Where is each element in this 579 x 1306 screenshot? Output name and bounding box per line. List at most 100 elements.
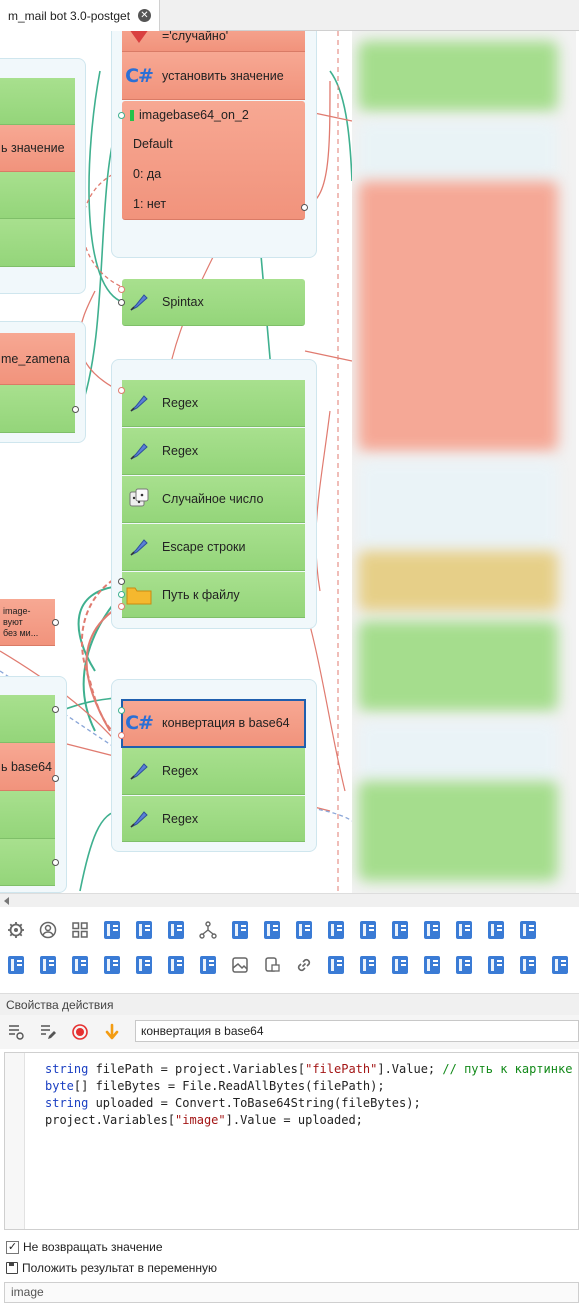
port[interactable] xyxy=(118,286,125,293)
toolbar-action-button[interactable] xyxy=(128,915,160,945)
left-node-set-value[interactable]: ь значение xyxy=(0,125,75,172)
toolbar-action-button[interactable] xyxy=(480,915,512,945)
node-escape-string[interactable]: Escape строки xyxy=(122,524,305,571)
port[interactable] xyxy=(118,603,125,610)
node-set-value[interactable]: C# установить значение xyxy=(122,52,305,100)
toolbar-action-button[interactable] xyxy=(128,950,160,980)
node-spintax[interactable]: Spintax xyxy=(122,279,305,326)
toolbar-action-button[interactable] xyxy=(32,950,64,980)
left-node-green-3[interactable] xyxy=(0,219,75,267)
document-icon xyxy=(136,956,152,974)
toolbar-action-button[interactable] xyxy=(448,950,480,980)
database-lock-icon xyxy=(265,957,280,972)
port[interactable] xyxy=(52,859,59,866)
toolbar-action-button[interactable] xyxy=(416,915,448,945)
tab-project[interactable]: m_mail bot 3.0-postget ✕ xyxy=(0,0,160,31)
document-icon xyxy=(328,921,344,939)
port[interactable] xyxy=(118,112,125,119)
port[interactable] xyxy=(72,406,79,413)
node-random-partial[interactable]: ='случайно' xyxy=(122,31,305,52)
node-regex-3[interactable]: Regex xyxy=(122,748,305,795)
step-down-button[interactable] xyxy=(96,1017,128,1047)
switch-variable-name: imagebase64_on_2 xyxy=(139,108,249,122)
toolbar-action-button[interactable] xyxy=(96,915,128,945)
code-editor[interactable]: string filePath = project.Variables["fil… xyxy=(4,1052,579,1230)
port[interactable] xyxy=(52,619,59,626)
image-tool-button[interactable] xyxy=(224,950,256,980)
port[interactable] xyxy=(118,591,125,598)
close-icon[interactable]: ✕ xyxy=(138,9,151,22)
left-node-green-4[interactable] xyxy=(0,385,75,433)
toolbar-action-button[interactable] xyxy=(352,950,384,980)
result-variable-input[interactable]: image xyxy=(4,1282,579,1303)
save-icon xyxy=(6,1262,18,1274)
port[interactable] xyxy=(52,775,59,782)
left-node-zamena[interactable]: me_zamena xyxy=(0,333,75,385)
left-node-green-6[interactable] xyxy=(0,791,55,839)
dont-return-row[interactable]: ✓ Не возвращать значение xyxy=(6,1238,163,1256)
left-comment-node[interactable]: image- вуют без ми... xyxy=(0,599,55,646)
toolbar-action-button[interactable] xyxy=(256,915,288,945)
toolbar-action-button[interactable] xyxy=(384,915,416,945)
profile-button[interactable] xyxy=(32,915,64,945)
toolbar-action-button[interactable] xyxy=(192,950,224,980)
left-node-green-2[interactable] xyxy=(0,172,75,219)
save-to-variable-row[interactable]: Положить результат в переменную xyxy=(6,1259,217,1277)
pen-icon xyxy=(122,536,156,558)
port[interactable] xyxy=(118,299,125,306)
left-node-green-7[interactable] xyxy=(0,839,55,886)
port[interactable] xyxy=(118,578,125,585)
node-convert-base64[interactable]: C# конвертация в base64 xyxy=(121,699,306,748)
actions-toolbar-row-2 xyxy=(0,948,579,982)
properties-list-button[interactable] xyxy=(0,1017,32,1047)
toolbar-action-button[interactable] xyxy=(512,950,544,980)
edit-action-button[interactable] xyxy=(32,1017,64,1047)
toolbar-action-button[interactable] xyxy=(512,915,544,945)
action-name-input[interactable]: конвертация в base64 xyxy=(135,1020,579,1042)
port[interactable] xyxy=(118,707,125,714)
toolbar-action-button[interactable] xyxy=(416,950,448,980)
project-canvas[interactable]: ь значение me_zamena image- вуют без ми.… xyxy=(0,31,579,893)
node-regex-1[interactable]: Regex xyxy=(122,380,305,427)
node-regex-4[interactable]: Regex xyxy=(122,796,305,842)
dont-return-checkbox[interactable]: ✓ xyxy=(6,1240,19,1254)
node-label: Regex xyxy=(162,764,199,778)
left-node-green-1[interactable] xyxy=(0,78,75,125)
toolbar-action-button[interactable] xyxy=(448,915,480,945)
toolbar-action-button[interactable] xyxy=(96,950,128,980)
toolbar-action-button[interactable] xyxy=(224,915,256,945)
document-icon xyxy=(328,956,344,974)
left-node-green-5[interactable] xyxy=(0,695,55,743)
scroll-left-icon[interactable] xyxy=(4,897,9,905)
horizontal-scrollbar[interactable] xyxy=(0,893,579,907)
grid-button[interactable] xyxy=(64,915,96,945)
toolbar-action-button[interactable] xyxy=(64,950,96,980)
toolbar-action-button[interactable] xyxy=(384,950,416,980)
toolbar-action-button[interactable] xyxy=(320,915,352,945)
left-node-base64[interactable]: ь base64 xyxy=(0,743,55,791)
toolbar-action-button[interactable] xyxy=(288,915,320,945)
document-icon xyxy=(200,956,216,974)
toolbar-action-button[interactable] xyxy=(160,915,192,945)
toolbar-action-button[interactable] xyxy=(160,950,192,980)
port[interactable] xyxy=(301,204,308,211)
toolbar-action-button[interactable] xyxy=(544,950,576,980)
node-random-number[interactable]: Случайное число xyxy=(122,476,305,523)
toolbar-action-button[interactable] xyxy=(352,915,384,945)
record-button[interactable] xyxy=(64,1017,96,1047)
toolbar-action-button[interactable] xyxy=(0,950,32,980)
port[interactable] xyxy=(52,706,59,713)
port[interactable] xyxy=(118,387,125,394)
toolbar-action-button[interactable] xyxy=(480,950,512,980)
node-imagebase64-switch[interactable]: imagebase64_on_2 Default 0: да 1: нет xyxy=(122,101,305,220)
link-tool-button[interactable] xyxy=(288,950,320,980)
settings-button[interactable] xyxy=(0,915,32,945)
switch-default: Default xyxy=(133,137,173,151)
database-tool-button[interactable] xyxy=(256,950,288,980)
code-text[interactable]: string filePath = project.Variables["fil… xyxy=(45,1061,572,1129)
node-regex-2[interactable]: Regex xyxy=(122,428,305,475)
hierarchy-button[interactable] xyxy=(192,915,224,945)
toolbar-action-button[interactable] xyxy=(320,950,352,980)
node-file-path[interactable]: Путь к файлу xyxy=(122,572,305,618)
port[interactable] xyxy=(118,732,125,739)
